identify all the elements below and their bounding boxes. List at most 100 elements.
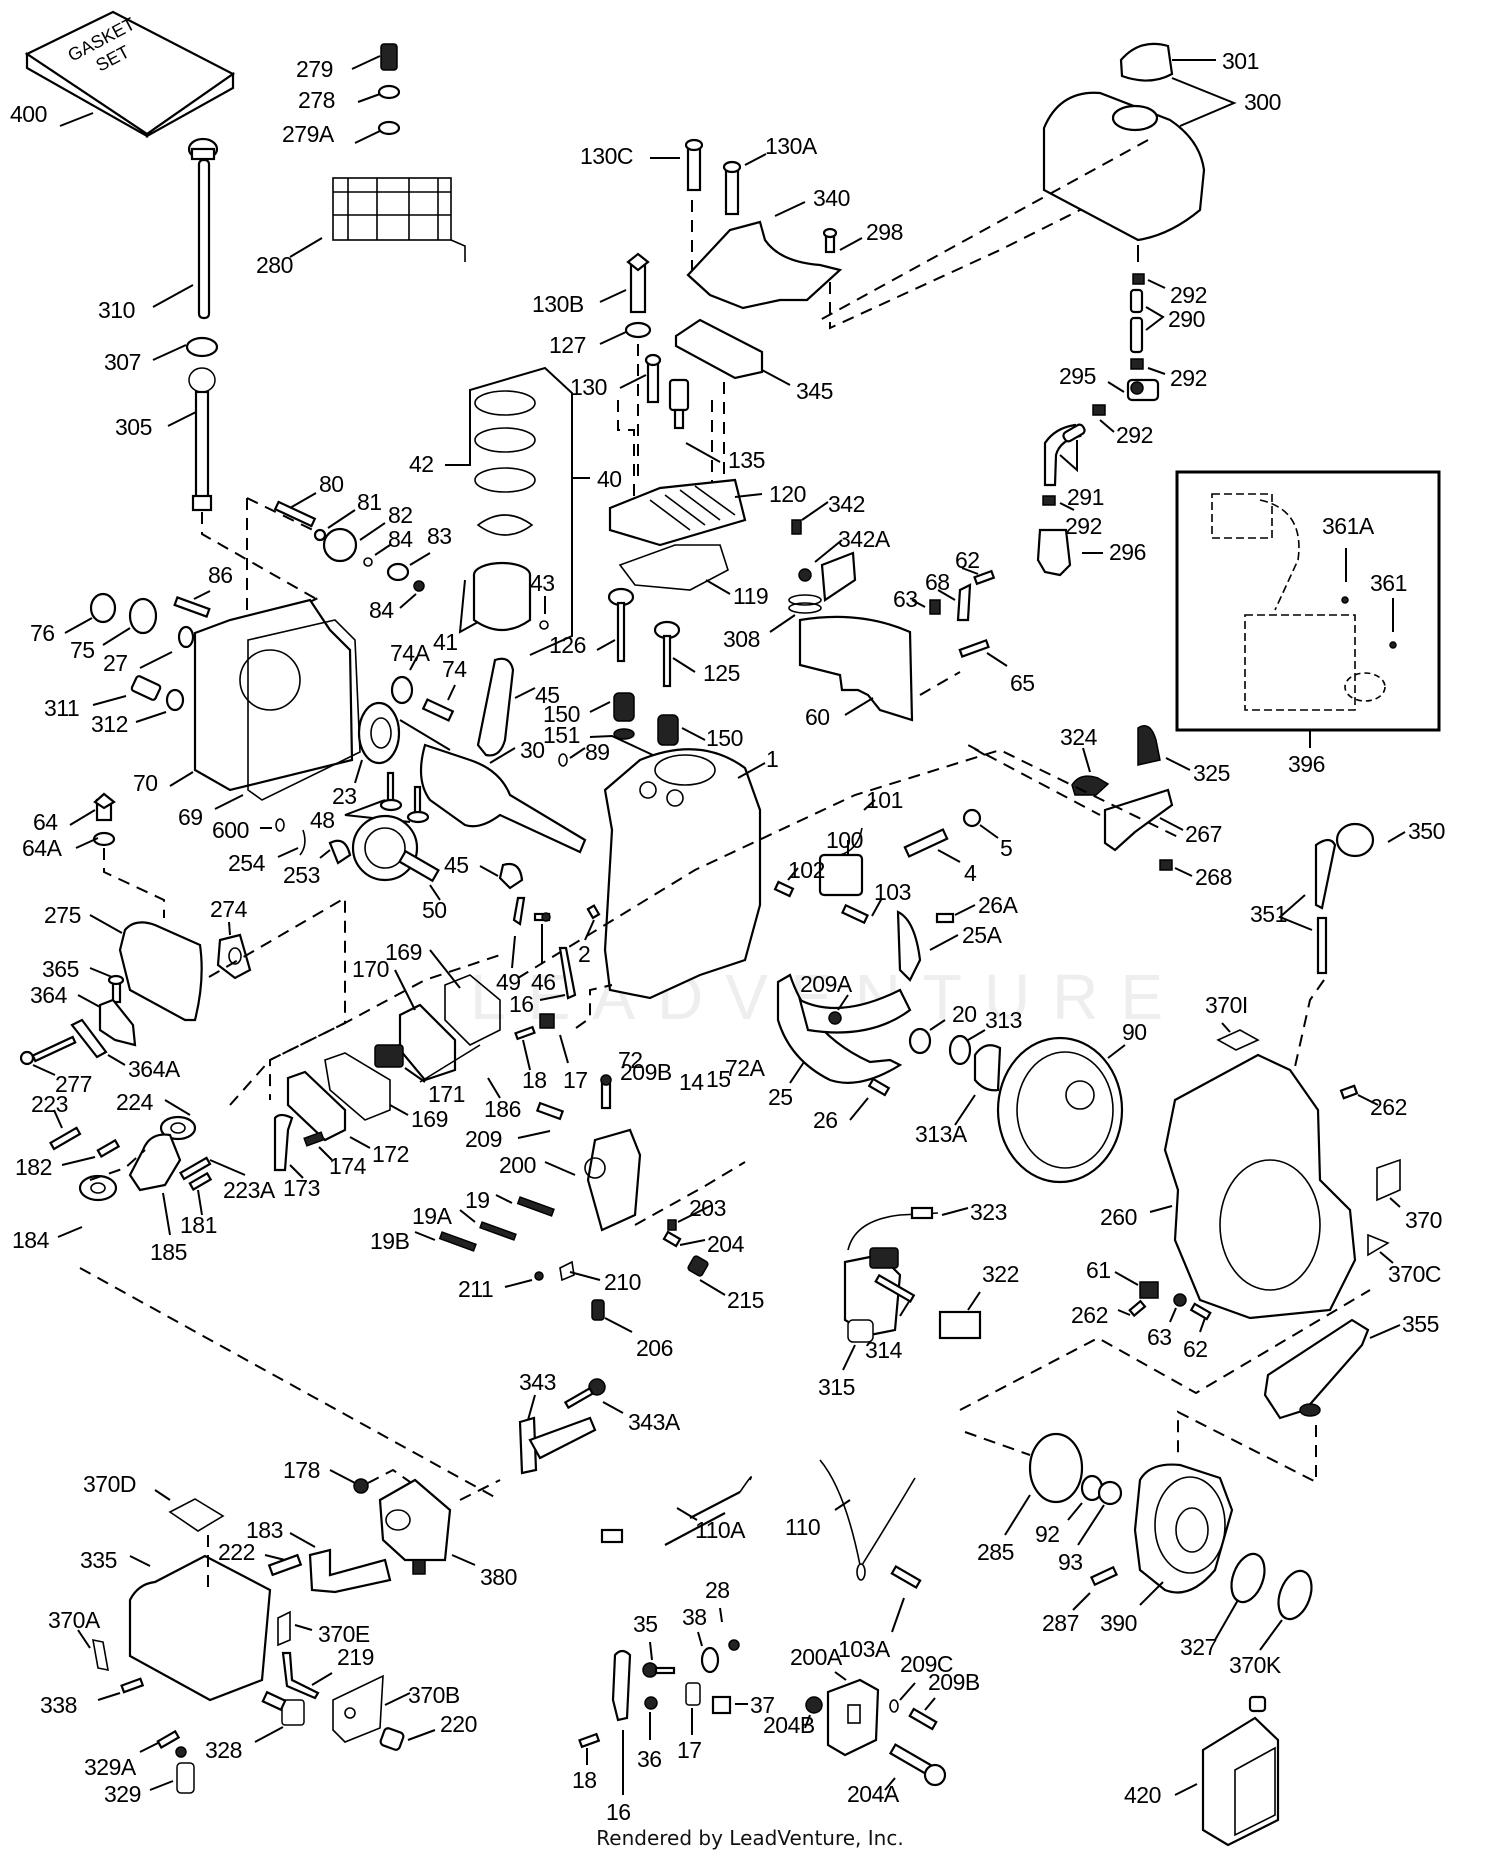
part-203-screw[interactable]: [667, 1219, 677, 1231]
callout-170[interactable]: 170: [352, 956, 389, 982]
part-172-spacer[interactable]: [286, 1070, 347, 1142]
part-254-spring[interactable]: [299, 829, 306, 856]
callout-329[interactable]: 329: [104, 1781, 141, 1807]
callout-150b[interactable]: 150: [706, 725, 743, 751]
callout-324[interactable]: 324: [1060, 724, 1097, 750]
part-186-link[interactable]: [419, 1044, 481, 1083]
part-308-spring[interactable]: [788, 594, 822, 614]
part-16-governor-rod[interactable]: [558, 946, 577, 1000]
part-43-clip[interactable]: [539, 620, 549, 630]
part-62-screw-b[interactable]: [1189, 1302, 1212, 1321]
part-23-bearing[interactable]: [357, 701, 401, 765]
part-110-wire[interactable]: [819, 1459, 916, 1581]
part-45-rod-cap[interactable]: [498, 862, 524, 890]
part-50-camshaft[interactable]: [351, 814, 440, 883]
callout-46[interactable]: 46: [531, 969, 556, 995]
part-219-rod[interactable]: [281, 1651, 320, 1700]
part-600-plug[interactable]: [275, 818, 285, 832]
callout-82[interactable]: 82: [388, 502, 413, 528]
part-2-pin[interactable]: [586, 904, 601, 920]
part-200A-bracket[interactable]: [826, 1678, 880, 1757]
part-209A-screw[interactable]: [828, 1011, 842, 1025]
callout-64A[interactable]: 64A: [22, 835, 62, 861]
part-365-bolt[interactable]: [107, 974, 125, 1004]
part-287-screw[interactable]: [1089, 1565, 1119, 1587]
part-60-air-guide[interactable]: [798, 615, 914, 722]
callout-308[interactable]: 308: [723, 626, 760, 652]
callout-209[interactable]: 209: [465, 1126, 502, 1152]
callout-364A[interactable]: 364A: [128, 1056, 180, 1082]
part-335-air-cleaner[interactable]: [128, 1554, 272, 1702]
callout-72A[interactable]: 72A: [725, 1055, 765, 1081]
part-325-clip[interactable]: [1137, 725, 1161, 766]
part-420-oil-bottle[interactable]: [1201, 1695, 1280, 1847]
callout-61[interactable]: 61: [1086, 1257, 1111, 1283]
part-45-connecting-rod[interactable]: [476, 657, 515, 757]
callout-127[interactable]: 127: [549, 332, 586, 358]
callout-1[interactable]: 1: [766, 746, 779, 772]
callout-62a[interactable]: 62: [955, 547, 980, 573]
part-314-coil[interactable]: [843, 1247, 902, 1337]
part-253-lever[interactable]: [328, 839, 352, 865]
part-30-crankshaft[interactable]: [419, 743, 587, 854]
callout-370K[interactable]: 370K: [1229, 1652, 1281, 1678]
part-25-air-guide[interactable]: [776, 973, 912, 1084]
callout-83[interactable]: 83: [427, 523, 452, 549]
part-178-nut[interactable]: [353, 1478, 369, 1494]
part-343-bracket[interactable]: [518, 1416, 597, 1475]
callout-209A[interactable]: 209A: [800, 971, 852, 997]
part-262-screw-bottom[interactable]: [1128, 1299, 1147, 1318]
part-120-cylinder-head[interactable]: [608, 478, 747, 547]
callout-92[interactable]: 92: [1035, 1521, 1060, 1547]
part-370D-decal[interactable]: [168, 1498, 225, 1532]
callout-370[interactable]: 370: [1405, 1207, 1442, 1233]
callout-295[interactable]: 295: [1059, 363, 1096, 389]
part-63-nut[interactable]: [1173, 1293, 1187, 1307]
callout-37[interactable]: 37: [750, 1692, 775, 1718]
callout-151[interactable]: 151: [543, 722, 580, 748]
part-19B-spring[interactable]: [438, 1231, 477, 1252]
callout-338[interactable]: 338: [40, 1692, 77, 1718]
callout-25[interactable]: 25: [768, 1084, 793, 1110]
callout-64[interactable]: 64: [33, 809, 58, 835]
callout-277[interactable]: 277: [55, 1071, 92, 1097]
callout-16a[interactable]: 16: [509, 991, 534, 1017]
part-315-housing[interactable]: [847, 1319, 874, 1343]
callout-275[interactable]: 275: [44, 902, 81, 928]
part-18-screw-b[interactable]: [578, 1732, 601, 1749]
callout-340[interactable]: 340: [813, 185, 850, 211]
callout-178[interactable]: 178: [283, 1457, 320, 1483]
callout-279[interactable]: 279: [296, 56, 333, 82]
callout-298[interactable]: 298: [866, 219, 903, 245]
callout-301[interactable]: 301: [1222, 48, 1259, 74]
callout-26[interactable]: 26: [813, 1107, 838, 1133]
callout-325[interactable]: 325: [1193, 760, 1230, 786]
part-38-ring[interactable]: [700, 1646, 720, 1674]
part-126-valve[interactable]: [607, 587, 635, 663]
callout-350[interactable]: 350: [1408, 818, 1445, 844]
part-204A-bolt[interactable]: [888, 1743, 947, 1787]
callout-41[interactable]: 41: [433, 629, 458, 655]
callout-292b[interactable]: 292: [1170, 365, 1207, 391]
part-185-adapter[interactable]: [128, 1133, 182, 1192]
callout-365[interactable]: 365: [42, 956, 79, 982]
callout-48[interactable]: 48: [310, 807, 335, 833]
callout-209B2[interactable]: 209B: [928, 1669, 980, 1695]
part-93-nut[interactable]: [1097, 1480, 1123, 1506]
part-224-gasket[interactable]: [159, 1115, 197, 1141]
part-63-washer[interactable]: [929, 599, 941, 615]
callout-370I[interactable]: 370I: [1205, 992, 1248, 1018]
callout-86[interactable]: 86: [208, 562, 233, 588]
part-279-bolt[interactable]: [380, 43, 398, 71]
callout-60[interactable]: 60: [805, 704, 830, 730]
callout-209C[interactable]: 209C: [900, 1651, 953, 1677]
callout-292d[interactable]: 292: [1065, 513, 1102, 539]
part-390-starter[interactable]: [1133, 1463, 1234, 1594]
callout-27[interactable]: 27: [103, 650, 128, 676]
part-370I-decal[interactable]: [1216, 1029, 1260, 1051]
part-313-spacer[interactable]: [948, 1034, 972, 1066]
part-171-filter[interactable]: [374, 1044, 404, 1068]
part-37-clip[interactable]: [711, 1695, 732, 1715]
callout-296[interactable]: 296: [1109, 539, 1146, 565]
callout-130[interactable]: 130: [570, 374, 607, 400]
